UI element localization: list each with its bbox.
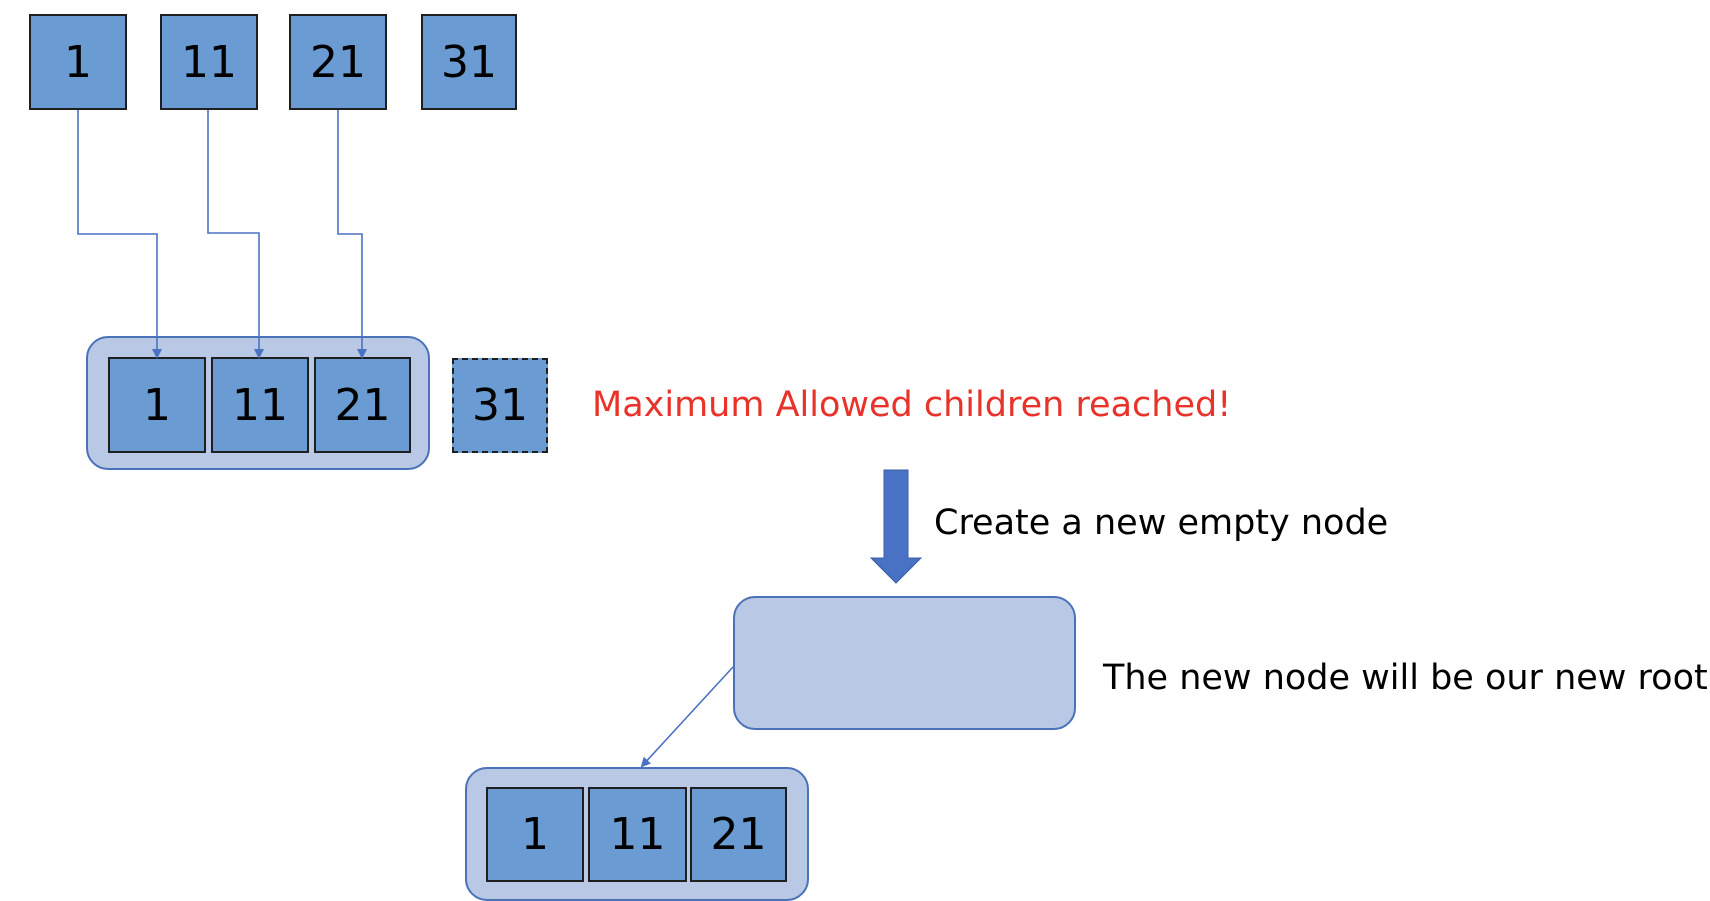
top-key-11: 11 <box>160 14 258 110</box>
overflow-key-31: 31 <box>452 358 548 453</box>
top-key-1: 1 <box>29 14 127 110</box>
leaf-key-11: 11 <box>211 357 309 453</box>
new-leaf-key-1: 1 <box>486 787 584 882</box>
root-label: The new node will be our new root <box>1103 658 1708 698</box>
new-root-node <box>733 596 1076 730</box>
step-label: Create a new empty node <box>934 503 1389 543</box>
top-key-21: 21 <box>289 14 387 110</box>
new-leaf-key-21: 21 <box>690 787 787 882</box>
top-key-31: 31 <box>421 14 517 110</box>
down-arrow <box>869 469 923 584</box>
root-to-leaf-connector <box>640 666 734 768</box>
connector-1 <box>77 110 162 359</box>
leaf-key-1: 1 <box>108 357 206 453</box>
leaf-key-21: 21 <box>314 357 411 453</box>
connector-11 <box>207 110 264 359</box>
new-leaf-key-11: 11 <box>588 787 687 882</box>
connector-21 <box>337 110 367 359</box>
overflow-message: Maximum Allowed children reached! <box>592 385 1232 425</box>
